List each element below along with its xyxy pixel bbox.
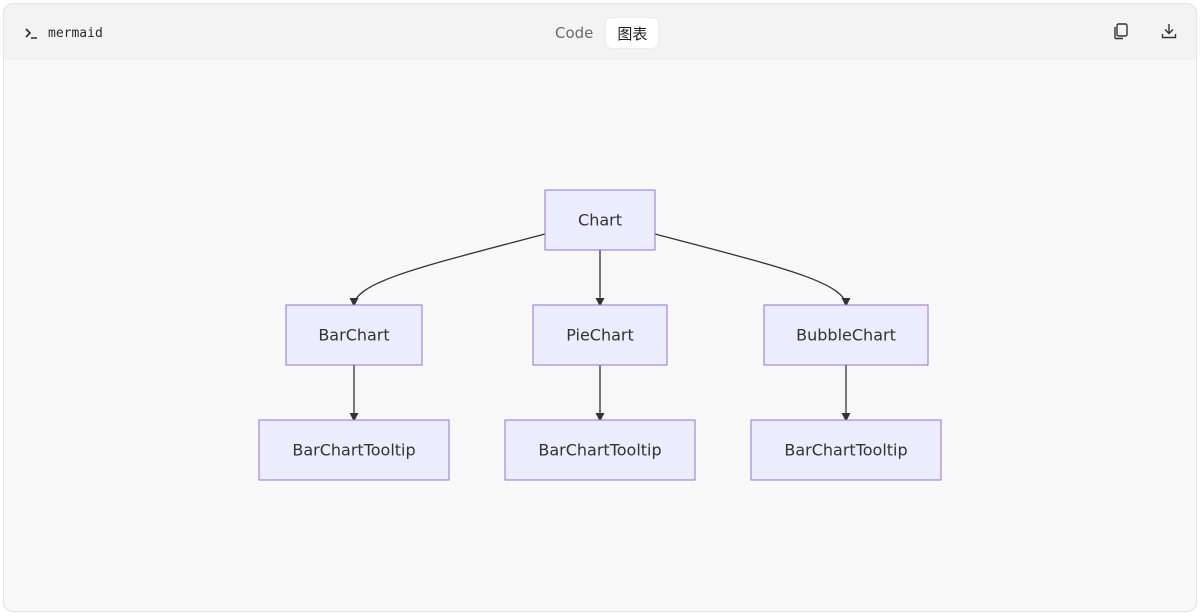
node-barcharttooltip-1[interactable]: BarChartTooltip [258,419,450,481]
node-label: BarChartTooltip [784,441,907,460]
header-actions [1110,20,1180,42]
view-tabs: Code 图表 [544,18,659,48]
tab-code[interactable]: Code [555,24,594,42]
node-bubblechart[interactable]: BubbleChart [763,304,929,366]
tab-diagram[interactable]: 图表 [606,18,659,48]
node-label: BubbleChart [796,326,896,345]
node-piechart[interactable]: PieChart [532,304,668,366]
terminal-prompt-icon [25,28,37,39]
diagram-canvas: Chart BarChart PieChart BubbleChart BarC… [4,60,1196,611]
edge-chart-bubblechart [654,233,851,307]
node-barcharttooltip-2[interactable]: BarChartTooltip [504,419,696,481]
language-name: mermaid [48,25,103,41]
node-label: BarChartTooltip [538,441,661,460]
node-barchart[interactable]: BarChart [285,304,423,366]
node-label: BarChartTooltip [292,441,415,460]
copy-button[interactable] [1110,20,1132,42]
node-label: PieChart [566,326,634,345]
download-icon [1161,24,1177,39]
flowchart: Chart BarChart PieChart BubbleChart BarC… [258,189,942,481]
download-button[interactable] [1158,20,1180,42]
copy-icon [1114,23,1128,40]
edge-chart-barchart [349,233,546,307]
code-block-header: mermaid Code 图表 [4,4,1196,60]
node-chart[interactable]: Chart [544,189,656,251]
node-barcharttooltip-3[interactable]: BarChartTooltip [750,419,942,481]
language-label: mermaid [24,23,103,43]
code-block-card: mermaid Code 图表 [3,3,1197,612]
edges [349,233,851,422]
node-label: BarChart [318,326,389,345]
node-label: Chart [578,211,622,230]
